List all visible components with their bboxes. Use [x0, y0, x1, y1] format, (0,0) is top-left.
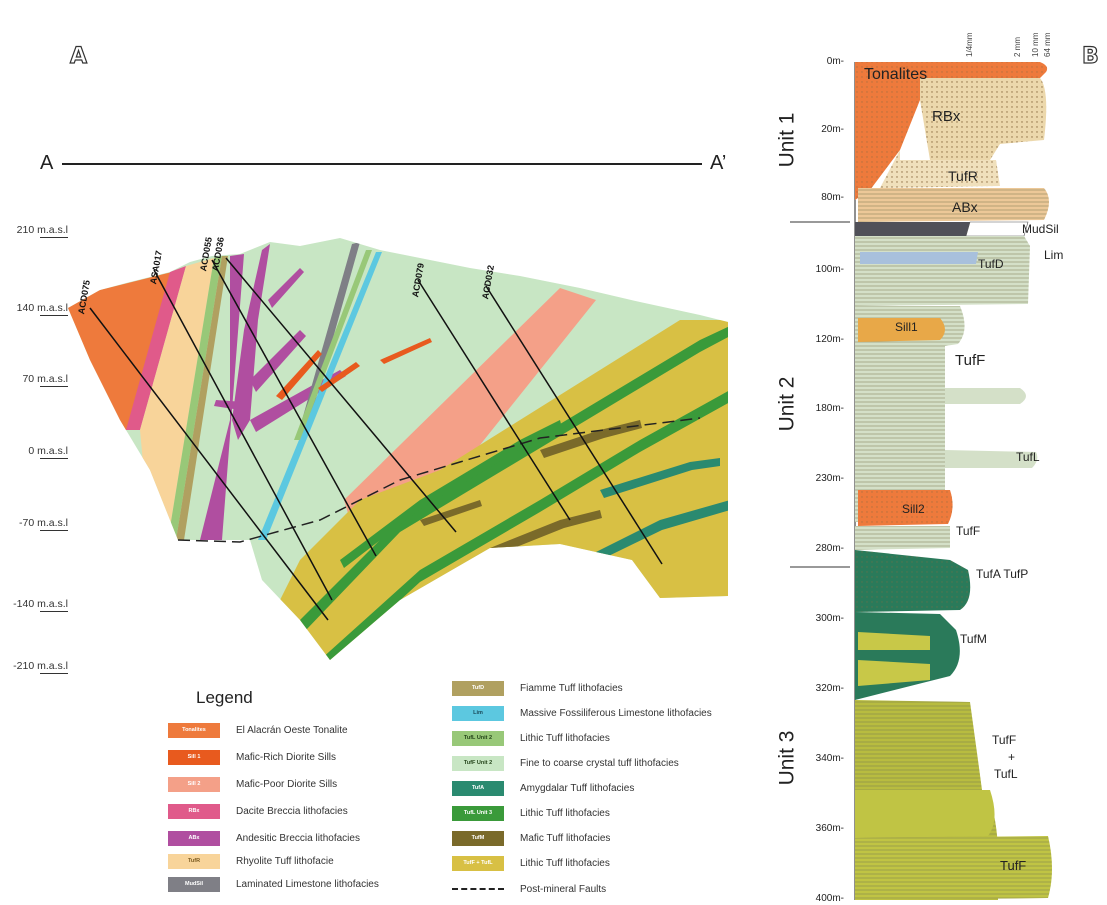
depth-label: 360m-	[800, 823, 844, 834]
column-label: TufF	[1000, 858, 1026, 873]
depth-label: 400m-	[800, 893, 844, 904]
tufm-layer	[855, 612, 960, 700]
column-label: Sill1	[895, 320, 918, 334]
depth-label: 0m-	[800, 56, 844, 67]
column-label: RBx	[932, 108, 960, 125]
column-label: TufF	[992, 733, 1016, 747]
depth-label: 340m-	[800, 753, 844, 764]
tuff-ledge	[855, 790, 995, 838]
depth-label: 300m-	[800, 613, 844, 624]
column-label: TufR	[948, 168, 978, 184]
unit-label: Unit 2	[775, 377, 799, 432]
mudsil-layer	[855, 222, 970, 236]
depth-label: 320m-	[800, 683, 844, 694]
column-label: ABx	[952, 199, 978, 215]
column-label: Tonalites	[864, 66, 927, 84]
unit-label: Unit 3	[775, 731, 799, 786]
depth-label: 280m-	[800, 543, 844, 554]
tufa-texture	[855, 550, 970, 612]
depth-label: 230m-	[800, 473, 844, 484]
column-label: TufL	[1016, 450, 1040, 464]
column-label: Sill2	[902, 502, 925, 516]
column-label: Lim	[1044, 248, 1063, 262]
lim-layer	[860, 252, 978, 264]
depth-label: 180m-	[800, 403, 844, 414]
lower-unit2-texture	[855, 236, 1030, 306]
depth-label: 20m-	[800, 124, 844, 135]
column-label: TufM	[960, 632, 987, 646]
column-label: MudSil	[1022, 222, 1059, 236]
unit-label: Unit 1	[775, 113, 799, 168]
column-label: TufD	[978, 257, 1004, 271]
mudsil-white	[966, 222, 1028, 236]
column-label: TufA TufP	[976, 567, 1028, 581]
depth-label: 120m-	[800, 334, 844, 345]
column-label: TufL	[994, 767, 1018, 781]
column-label: TufF	[956, 524, 980, 538]
column-label: TufF	[955, 352, 985, 369]
depth-label: 100m-	[800, 264, 844, 275]
depth-label: 80m-	[800, 192, 844, 203]
tuffd-texture	[855, 526, 950, 550]
column-label: +	[1008, 750, 1015, 764]
tuffb-layer	[945, 388, 1026, 404]
